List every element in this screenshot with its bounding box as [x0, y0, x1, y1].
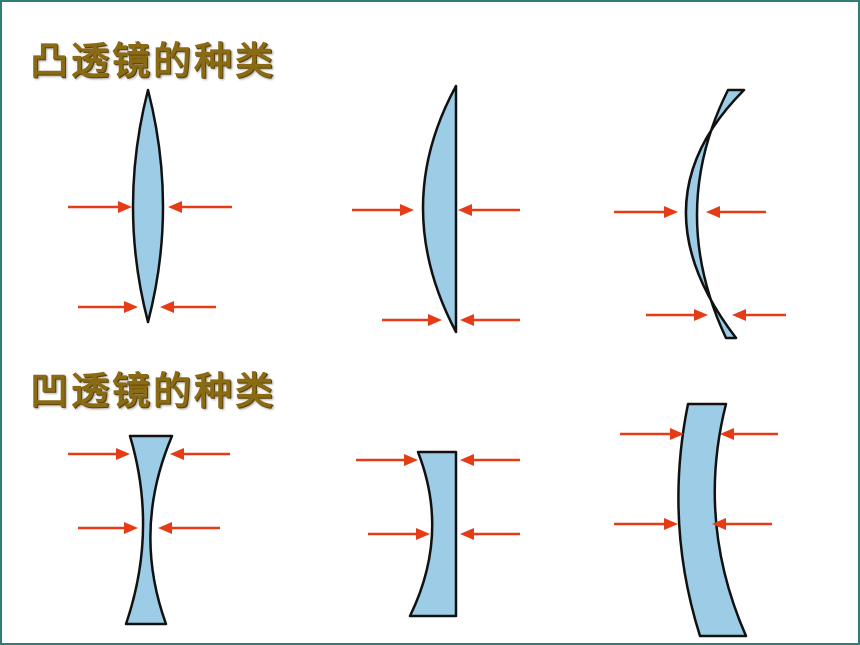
arrow-right	[78, 522, 138, 534]
arrow-left	[460, 528, 520, 540]
arrow-right	[356, 454, 418, 466]
arrow-left	[712, 518, 772, 530]
arrow-left	[460, 454, 520, 466]
arrow-left	[170, 448, 230, 460]
arrow-left	[732, 309, 786, 321]
concave-meniscus-lens	[614, 402, 778, 638]
arrow-left	[168, 201, 232, 213]
arrow-right	[352, 204, 414, 216]
biconvex-lens	[68, 88, 232, 324]
arrow-right	[614, 206, 678, 218]
convex-meniscus-lens	[614, 88, 786, 340]
arrow-right	[382, 314, 442, 326]
arrow-left	[160, 301, 216, 313]
arrow-left	[158, 522, 220, 534]
plano-convex-lens	[352, 84, 520, 334]
arrow-left	[720, 428, 778, 440]
arrow-right	[68, 201, 132, 213]
arrow-right	[68, 448, 130, 460]
arrow-right	[620, 428, 684, 440]
arrow-left	[460, 314, 520, 326]
arrow-right	[78, 301, 138, 313]
arrow-left	[458, 204, 520, 216]
arrow-right	[368, 528, 430, 540]
convex-lens-types-title: 凸透镜的种类	[30, 38, 277, 83]
plano-concave-lens	[356, 450, 520, 618]
biconcave-lens	[68, 434, 230, 626]
concave-lens-types-title: 凹透镜的种类	[30, 368, 277, 413]
arrow-left	[706, 206, 766, 218]
arrow-right	[646, 309, 708, 321]
arrow-right	[614, 518, 678, 530]
